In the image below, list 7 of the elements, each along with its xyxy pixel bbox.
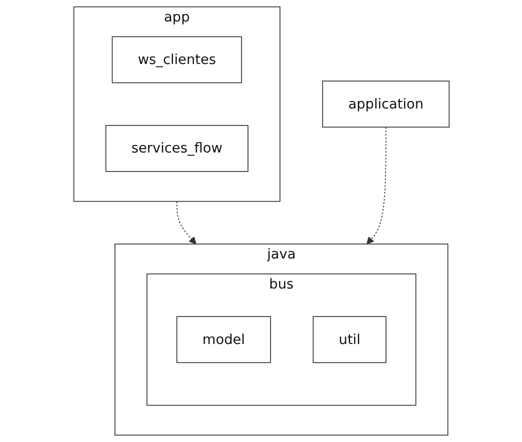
node-box: ws_clientes [111, 36, 242, 84]
node-box: util [312, 316, 386, 364]
arrow [176, 200, 196, 244]
arrow [366, 126, 386, 244]
node-box: application [322, 80, 450, 128]
node-box: services_flow [104, 125, 248, 172]
node-box: model [176, 316, 270, 364]
